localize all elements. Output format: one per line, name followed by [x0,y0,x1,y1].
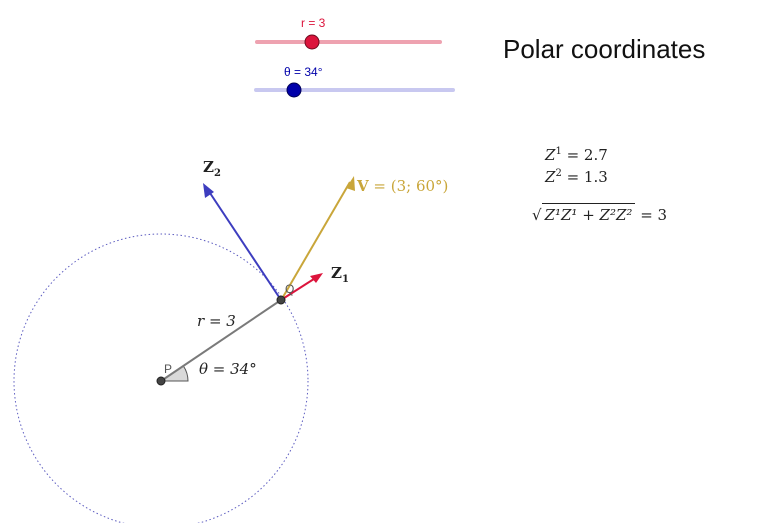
v-arrowhead [346,176,355,191]
sqrt-symbol: √ [532,206,542,224]
z2-label-subscript: 2 [213,168,221,179]
z1-vector [280,276,318,301]
v-label-value: = (3; 60°) [368,177,449,195]
radius-circle [13,233,309,528]
radius-segment [160,299,282,382]
norm-value: = 3 [635,206,668,224]
z2-label: Z2 [203,158,221,179]
z1-equation: Z1 = 2.7 [545,146,608,164]
radius-label: r = 3 [197,312,236,330]
z2-eq-value: = 1.3 [561,168,608,186]
z2-label-letter: Z [203,158,214,176]
v-label: V = (3; 60°) [357,177,448,195]
v-label-name: V [357,177,369,195]
r-slider-label: r = 3 [301,16,326,30]
theta-slider-label: θ = 34° [284,65,323,79]
z2-arrowhead [203,183,214,198]
norm-equation: √Z¹Z¹ + Z²Z² = 3 [532,203,668,224]
norm-radicand: Z¹Z¹ + Z²Z² [541,203,636,224]
angle-label: θ = 34° [199,360,257,378]
point-q[interactable] [276,295,286,305]
z2-eq-lhs: Z [545,168,556,186]
v-vector [282,181,351,298]
z1-arrowhead [310,273,323,283]
z2-vector [207,189,282,301]
z1-label-subscript: 1 [341,274,349,285]
z2-equation: Z2 = 1.3 [545,168,608,186]
z1-label: Z1 [331,264,349,285]
point-p-label: P [164,362,173,376]
z2-eq-sup: 2 [555,168,562,179]
z1-eq-lhs: Z [545,146,556,164]
page-title: Polar coordinates [503,34,706,64]
r-slider-handle[interactable] [304,34,320,50]
point-q-label: Q [285,282,295,296]
theta-slider-handle[interactable] [286,82,302,98]
z1-label-letter: Z [331,264,342,282]
z1-eq-value: = 2.7 [561,146,608,164]
z1-eq-sup: 1 [555,146,562,157]
point-p[interactable] [156,376,166,386]
